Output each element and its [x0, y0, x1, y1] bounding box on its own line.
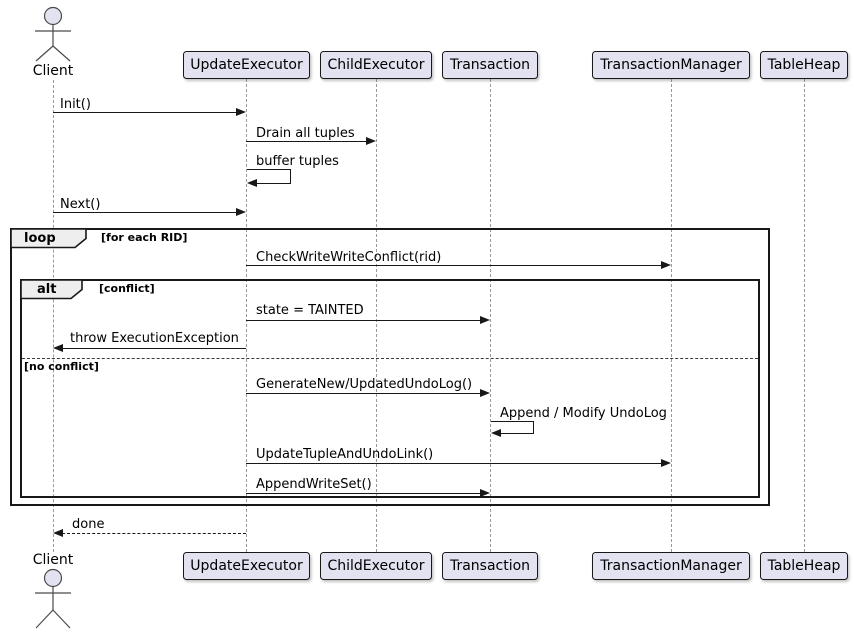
message-arrow-tainted	[246, 320, 481, 321]
arrowhead-init	[236, 108, 246, 116]
message-arrow-done	[62, 533, 246, 534]
message-arrow-generate	[246, 393, 481, 394]
self-message-bottom-append-modify	[501, 433, 534, 434]
participant-updateexecutor-top: UpdateExecutor	[183, 51, 310, 79]
participant-transaction-bottom: Transaction	[442, 552, 538, 580]
alt-operator-label: alt	[37, 282, 57, 297]
message-label-check: CheckWriteWriteConflict(rid)	[256, 250, 442, 265]
alt-frame-tab	[20, 279, 83, 300]
actor-head	[43, 568, 63, 588]
message-arrow-update-tuple	[246, 463, 662, 464]
arrowhead-append-modify	[491, 429, 501, 437]
alt-frame	[20, 279, 760, 498]
participant-transaction-top: Transaction	[442, 51, 538, 79]
message-label-throw: throw ExecutionException	[70, 331, 239, 346]
self-message-side-append-modify	[533, 421, 534, 433]
arrowhead-done	[53, 529, 63, 537]
lifeline-transaction	[490, 79, 491, 552]
actor-icon-bottom	[35, 568, 71, 629]
message-arrow-drain	[246, 141, 367, 142]
lifeline-client	[53, 80, 54, 552]
message-label-append-modify: Append / Modify UndoLog	[500, 406, 667, 421]
arrowhead-tainted	[480, 316, 490, 324]
loop-frame-tab	[10, 228, 87, 249]
message-arrow-throw	[62, 348, 246, 349]
participant-tableheap-top: TableHeap	[760, 51, 848, 79]
lifeline-childexecutor	[376, 79, 377, 552]
arrowhead-throw	[53, 344, 63, 352]
loop-frame	[10, 228, 770, 506]
arrowhead-update-tuple	[661, 459, 671, 467]
lifeline-updateexecutor	[246, 79, 247, 552]
arrowhead-drain	[366, 137, 376, 145]
actor-head	[43, 6, 63, 26]
message-arrow-append-ws	[246, 493, 481, 494]
alt-else-guard-label: [no conflict]	[24, 360, 99, 373]
message-label-buffer: buffer tuples	[256, 154, 339, 169]
message-label-append-ws: AppendWriteSet()	[256, 477, 372, 492]
self-message-top-buffer	[247, 169, 290, 170]
arrowhead-check	[661, 261, 671, 269]
actor-icon	[35, 6, 71, 62]
participant-updateexecutor-bottom: UpdateExecutor	[183, 552, 310, 580]
actor-label-client-top: Client	[32, 63, 74, 79]
message-arrow-next	[53, 212, 237, 213]
self-message-bottom-buffer	[257, 183, 291, 184]
message-label-next: Next()	[60, 197, 101, 212]
arrowhead-generate	[480, 389, 490, 397]
alt-else-divider	[22, 358, 758, 359]
message-label-tainted: state = TAINTED	[256, 303, 364, 318]
participant-transactionmanager-top: TransactionManager	[592, 51, 750, 79]
participant-transactionmanager-bottom: TransactionManager	[592, 552, 750, 580]
arrowhead-append-ws	[480, 489, 490, 497]
message-label-update-tuple: UpdateTupleAndUndoLink()	[256, 447, 434, 462]
participant-childexecutor-bottom: ChildExecutor	[320, 552, 432, 580]
message-label-init: Init()	[60, 97, 91, 112]
self-message-side-buffer	[290, 169, 291, 183]
message-arrow-init	[53, 112, 237, 113]
lifeline-transactionmanager	[671, 79, 672, 552]
message-label-drain: Drain all tuples	[256, 126, 355, 141]
arrowhead-next	[236, 208, 246, 216]
participant-tableheap-bottom: TableHeap	[760, 552, 848, 580]
message-label-generate: GenerateNew/UpdatedUndoLog()	[256, 377, 473, 392]
self-message-top-append-modify	[491, 421, 533, 422]
actor-label-client-bottom: Client	[32, 552, 74, 568]
participant-childexecutor-top: ChildExecutor	[320, 51, 432, 79]
message-arrow-check	[246, 265, 662, 266]
message-label-done: done	[72, 517, 105, 532]
arrowhead-buffer	[247, 179, 257, 187]
loop-guard-label: [for each RID]	[101, 231, 188, 244]
lifeline-tableheap	[804, 79, 805, 552]
alt-guard-label: [conflict]	[99, 282, 155, 295]
loop-operator-label: loop	[24, 231, 56, 246]
